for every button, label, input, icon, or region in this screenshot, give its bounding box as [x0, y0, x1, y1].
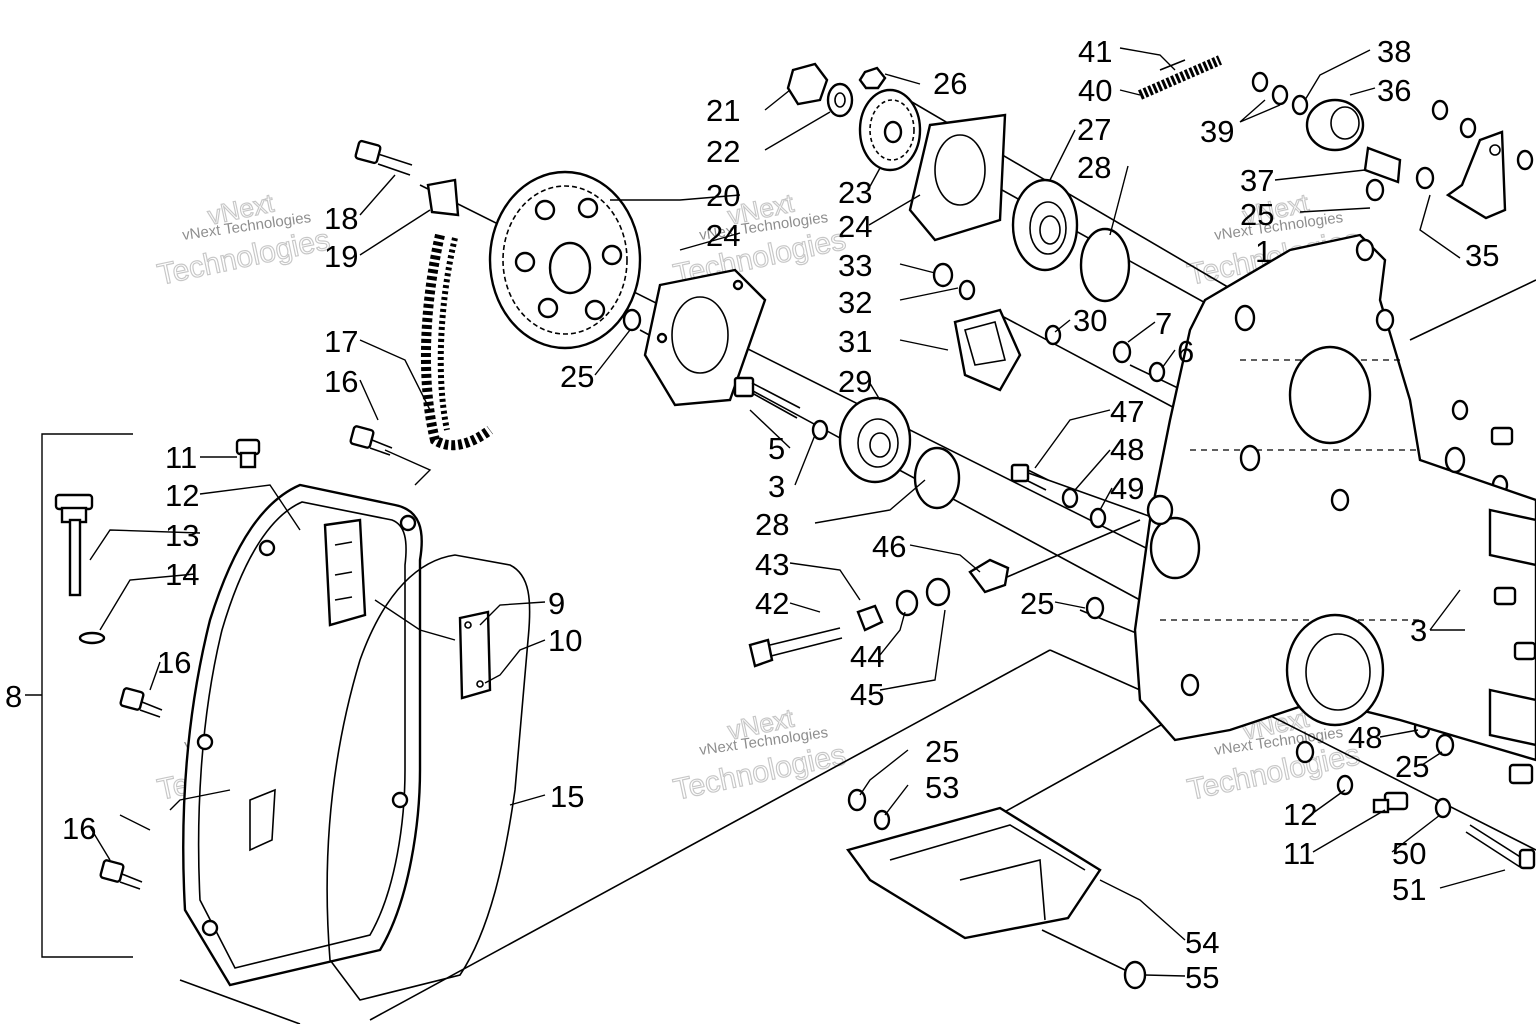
chain — [420, 233, 493, 451]
bolt-long — [1465, 824, 1536, 870]
callout-3: 3 — [1410, 613, 1427, 648]
chaincase-cover — [182, 483, 423, 987]
bolt — [1010, 463, 1049, 491]
o-ring — [1079, 227, 1131, 303]
callout-25: 25 — [1020, 586, 1054, 621]
callout-1: 1 — [1255, 234, 1272, 269]
callout-47: 47 — [1110, 394, 1144, 429]
callout-9: 9 — [548, 586, 565, 621]
shaft-stubs — [1488, 426, 1536, 785]
callout-28: 28 — [755, 507, 789, 542]
callout-21: 21 — [706, 93, 740, 128]
callout-24: 24 — [838, 209, 872, 244]
callout-54: 54 — [1185, 925, 1219, 960]
inspection-plate — [458, 610, 492, 700]
callout-30: 30 — [1073, 303, 1107, 338]
callout-19: 19 — [324, 239, 358, 274]
callout-48: 48 — [1348, 720, 1382, 755]
callout-12: 12 — [165, 478, 199, 513]
tensioner-bracket — [953, 308, 1022, 392]
callout-11: 11 — [1283, 836, 1315, 871]
callout-55: 55 — [1185, 960, 1219, 995]
tensioner-arm — [1445, 130, 1507, 220]
callout-44: 44 — [850, 639, 884, 674]
callout-27: 27 — [1077, 112, 1111, 147]
callout-32: 32 — [838, 285, 872, 320]
callout-41: 41 — [1078, 34, 1112, 69]
callout-10: 10 — [548, 623, 582, 658]
callout-31: 31 — [838, 324, 872, 359]
callout-43: 43 — [755, 547, 789, 582]
callout-labels: 41 40 38 36 26 21 22 27 28 39 20 23 24 2… — [5, 34, 1499, 995]
callout-11: 11 — [165, 440, 197, 475]
callout-5: 5 — [768, 431, 785, 466]
stud-bolt — [733, 376, 801, 419]
callout-8: 8 — [5, 679, 22, 714]
callout-16: 16 — [324, 364, 358, 399]
drain-plug — [235, 438, 261, 469]
callout-25: 25 — [925, 734, 959, 769]
group-bracket — [25, 433, 133, 958]
nut-and-washer — [786, 62, 887, 118]
chaincase-housing — [1133, 233, 1536, 764]
callout-16: 16 — [157, 645, 191, 680]
callout-13: 13 — [165, 518, 199, 553]
bearing-plate — [643, 268, 767, 407]
small-sprocket — [858, 88, 922, 172]
callout-22: 22 — [706, 134, 740, 169]
bearing-plate — [908, 113, 1007, 242]
callout-53: 53 — [925, 770, 959, 805]
oil-plug — [1372, 791, 1409, 814]
callout-12: 12 — [1283, 797, 1317, 832]
callout-28: 28 — [1077, 150, 1111, 185]
callout-14: 14 — [165, 557, 199, 592]
callout-29: 29 — [838, 364, 872, 399]
o-ring — [78, 631, 106, 645]
callout-46: 46 — [872, 529, 906, 564]
callout-35: 35 — [1465, 238, 1499, 273]
callout-25: 25 — [1240, 197, 1274, 232]
bearing — [838, 396, 912, 484]
callout-25: 25 — [560, 359, 594, 394]
callout-33: 33 — [838, 248, 872, 283]
callout-40: 40 — [1078, 73, 1112, 108]
callout-39: 39 — [1200, 114, 1234, 149]
callout-26: 26 — [933, 66, 967, 101]
callout-24: 24 — [706, 218, 740, 253]
callout-49: 49 — [1110, 471, 1144, 506]
roller — [1305, 98, 1402, 184]
leader-lines — [89, 47, 1506, 977]
callout-7: 7 — [1155, 306, 1172, 341]
callout-50: 50 — [1392, 836, 1426, 871]
callout-38: 38 — [1377, 34, 1411, 69]
adjuster-bolt — [748, 558, 1010, 668]
o-ring — [913, 446, 961, 510]
dipstick — [54, 493, 94, 597]
callout-51: 51 — [1392, 872, 1426, 907]
callout-17: 17 — [324, 324, 358, 359]
callout-3: 3 — [768, 469, 785, 504]
callout-45: 45 — [850, 677, 884, 712]
skid-plate — [846, 806, 1147, 990]
large-sprocket — [488, 170, 642, 350]
callout-6: 6 — [1177, 334, 1194, 369]
callout-48: 48 — [1110, 432, 1144, 467]
callout-37: 37 — [1240, 163, 1274, 198]
callout-42: 42 — [755, 586, 789, 621]
callout-16: 16 — [62, 811, 96, 846]
callout-18: 18 — [324, 201, 358, 236]
callout-20: 20 — [706, 178, 740, 213]
bolts — [99, 139, 460, 890]
spring — [1137, 55, 1223, 100]
callout-25: 25 — [1395, 749, 1429, 784]
cover-gasket — [326, 554, 531, 1001]
bearing — [1011, 178, 1079, 272]
callout-23: 23 — [838, 175, 872, 210]
callout-15: 15 — [550, 779, 584, 814]
callout-36: 36 — [1377, 73, 1411, 108]
